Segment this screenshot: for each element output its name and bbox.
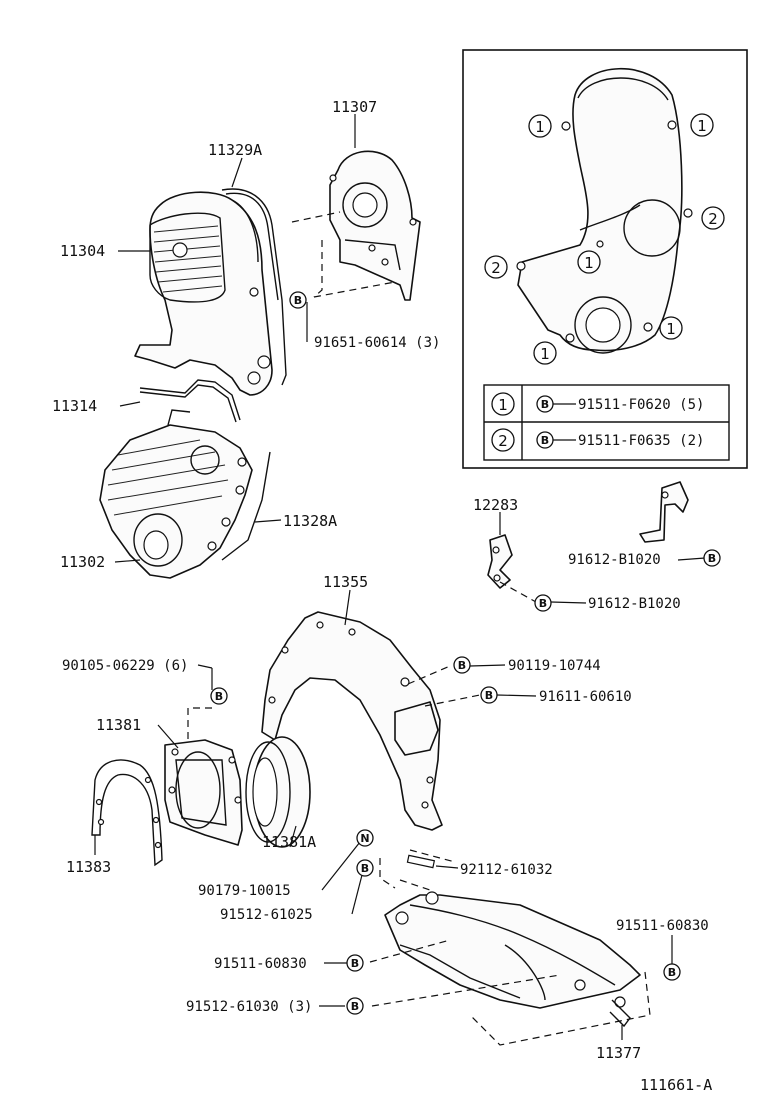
label-11381: 11381 xyxy=(96,716,141,734)
label-11355: 11355 xyxy=(323,573,368,591)
marker-1-center: 1 xyxy=(577,250,601,274)
part-11304-cover xyxy=(134,191,273,396)
svg-text:B: B xyxy=(708,552,716,565)
bolt-symbol: B xyxy=(210,687,228,705)
svg-text:B: B xyxy=(361,862,369,875)
nut-symbol: N xyxy=(356,829,374,847)
table-row-2-part: 91511-F0635 (2) xyxy=(578,433,704,449)
svg-text:B: B xyxy=(485,689,493,702)
part-11383-gasket xyxy=(91,759,163,867)
svg-text:B: B xyxy=(539,597,547,610)
part-92112-stud xyxy=(406,854,436,869)
svg-text:B: B xyxy=(541,434,549,447)
svg-text:B: B xyxy=(351,957,359,970)
bolt-symbol: B xyxy=(356,859,374,877)
label-11381A: 11381A xyxy=(262,833,316,851)
table-row-2-key: 2 xyxy=(498,432,508,450)
svg-text:B: B xyxy=(668,966,676,979)
part-11377-oil-pan xyxy=(384,891,641,1028)
label-11383: 11383 xyxy=(66,858,111,876)
table-row-1-key: 1 xyxy=(498,396,508,414)
label-90179-10015: 90179-10015 xyxy=(198,883,291,899)
label-11377: 11377 xyxy=(596,1044,641,1062)
marker-1-bottom-left: 1 xyxy=(533,341,557,365)
label-90119-10744: 90119-10744 xyxy=(508,658,601,674)
label-11314: 11314 xyxy=(52,397,97,415)
label-11302: 11302 xyxy=(60,553,105,571)
marker-1-top-left: 1 xyxy=(528,114,552,138)
label-11307: 11307 xyxy=(332,98,377,116)
svg-text:N: N xyxy=(360,832,369,845)
label-11304: 11304 xyxy=(60,242,105,260)
svg-text:1: 1 xyxy=(535,118,545,136)
figure-id: 111661-A xyxy=(640,1076,712,1094)
part-11381A-seal xyxy=(245,736,311,848)
svg-text:2: 2 xyxy=(708,210,718,228)
bolt-symbol: B xyxy=(534,594,552,612)
bolt-symbol: B xyxy=(480,686,498,704)
label-12283: 12283 xyxy=(473,496,518,514)
bolt-symbol: B xyxy=(453,656,471,674)
bolt-symbol: B xyxy=(663,963,681,981)
bolt-symbol: B xyxy=(346,954,364,972)
label-91511-60830-right: 91511-60830 xyxy=(616,918,709,934)
part-11355-plate xyxy=(261,611,443,831)
inset-panel: 1 1 2 2 1 1 1 xyxy=(462,49,748,469)
label-91512-61030: 91512-61030 (3) xyxy=(186,999,312,1015)
part-11314-strip xyxy=(139,379,241,421)
svg-text:2: 2 xyxy=(491,259,501,277)
inset-bolt-table: 1 B 91511-F0620 (5) 2 B 91511-F0635 (2) xyxy=(483,384,730,461)
svg-text:1: 1 xyxy=(666,320,676,338)
label-91651-60614: 91651-60614 (3) xyxy=(314,335,440,351)
label-91511-60830-left: 91511-60830 xyxy=(214,956,307,972)
marker-2-right: 2 xyxy=(701,206,725,230)
svg-text:B: B xyxy=(294,294,302,307)
label-11329A: 11329A xyxy=(208,141,262,159)
part-12283-bracket xyxy=(487,534,513,589)
label-92112-61032: 92112-61032 xyxy=(460,862,553,878)
svg-text:1: 1 xyxy=(540,345,550,363)
label-91611-60610: 91611-60610 xyxy=(539,689,632,705)
svg-text:1: 1 xyxy=(697,117,707,135)
bolt-symbol: B xyxy=(703,549,721,567)
marker-1-lower-right: 1 xyxy=(659,316,683,340)
part-11328A-gasket xyxy=(221,451,271,561)
bolt-symbol: B xyxy=(289,291,307,309)
bolt-symbol: B xyxy=(346,997,364,1015)
label-91612-B1020-upper: 91612-B1020 xyxy=(568,552,661,568)
svg-text:B: B xyxy=(458,659,466,672)
svg-text:B: B xyxy=(215,690,223,703)
marker-1-top-right: 1 xyxy=(690,113,714,137)
part-11307-plate xyxy=(329,150,421,301)
part-11329A-gasket xyxy=(221,188,287,386)
svg-text:1: 1 xyxy=(584,254,594,272)
svg-text:B: B xyxy=(541,398,549,411)
svg-text:B: B xyxy=(351,1000,359,1013)
label-91512-61025: 91512-61025 xyxy=(220,907,313,923)
part-11381-retainer xyxy=(164,739,243,846)
label-91612-B1020-lower: 91612-B1020 xyxy=(588,596,681,612)
table-row-1-part: 91511-F0620 (5) xyxy=(578,397,704,413)
part-91612-bracket xyxy=(639,481,689,543)
label-11328A: 11328A xyxy=(283,512,337,530)
label-90105-06229: 90105-06229 (6) xyxy=(62,658,188,674)
marker-2-left: 2 xyxy=(484,255,508,279)
part-11302-cover xyxy=(99,409,253,579)
